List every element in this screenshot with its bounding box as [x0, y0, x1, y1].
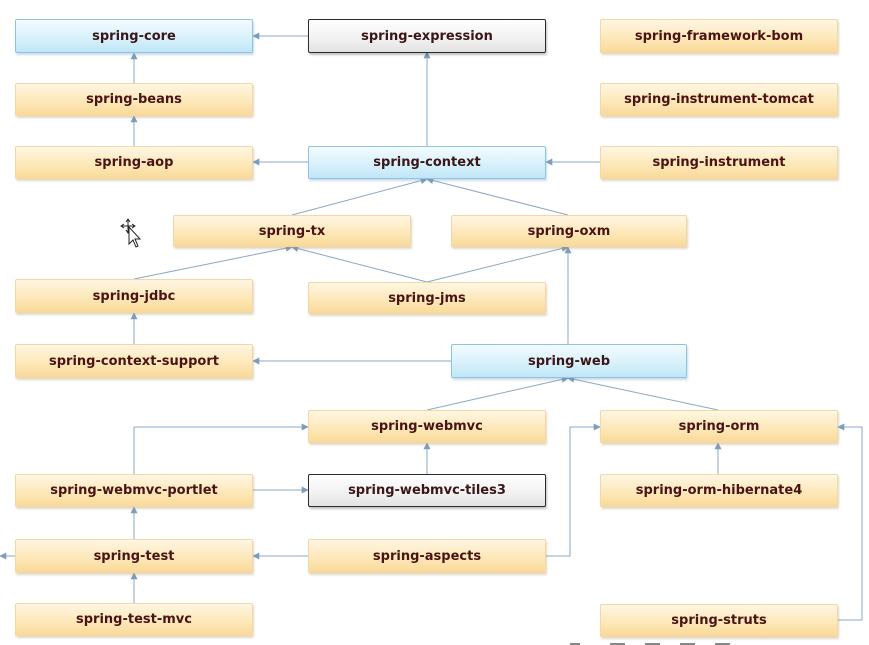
node-spring-instrument-tomcat[interactable]: spring-instrument-tomcat: [600, 83, 838, 116]
node-spring-webmvc[interactable]: spring-webmvc: [308, 410, 546, 443]
node-spring-webmvc-tiles3[interactable]: spring-webmvc-tiles3: [308, 474, 546, 507]
node-spring-test[interactable]: spring-test: [15, 539, 253, 573]
node-spring-context[interactable]: spring-context: [308, 146, 546, 179]
node-spring-web[interactable]: spring-web: [451, 344, 687, 378]
edge-webmvc-web: [426, 375, 569, 411]
node-spring-framework-bom[interactable]: spring-framework-bom: [600, 19, 838, 53]
node-spring-webmvc-portlet[interactable]: spring-webmvc-portlet: [15, 474, 253, 507]
node-spring-core[interactable]: spring-core: [15, 19, 253, 53]
node-spring-jms[interactable]: spring-jms: [308, 282, 546, 314]
node-spring-oxm[interactable]: spring-oxm: [451, 215, 687, 247]
edge-struts-orm: [837, 423, 863, 621]
edge-jms-tx: [291, 245, 428, 283]
node-spring-expression[interactable]: spring-expression: [308, 19, 546, 53]
edge-jdbc-tx: [133, 244, 293, 280]
partial-glyphs-bottom: [570, 643, 730, 645]
node-spring-context-support[interactable]: spring-context-support: [15, 344, 253, 378]
edge-portlet-webmvc: [133, 423, 309, 474]
edge-aspects-orm: [546, 423, 601, 557]
node-spring-instrument[interactable]: spring-instrument: [600, 146, 838, 179]
edge-orm-web: [567, 375, 719, 411]
node-spring-orm[interactable]: spring-orm: [600, 410, 838, 443]
move-cursor-icon: [120, 218, 142, 248]
node-spring-test-mvc[interactable]: spring-test-mvc: [15, 603, 253, 636]
node-spring-tx[interactable]: spring-tx: [173, 215, 411, 247]
node-spring-orm-hibernate4[interactable]: spring-orm-hibernate4: [600, 474, 838, 507]
node-spring-aop[interactable]: spring-aop: [15, 146, 253, 179]
node-spring-struts[interactable]: spring-struts: [600, 604, 838, 637]
node-spring-aspects[interactable]: spring-aspects: [308, 539, 546, 573]
edge-jms-oxm: [426, 245, 569, 283]
node-spring-beans[interactable]: spring-beans: [15, 83, 253, 116]
node-spring-jdbc[interactable]: spring-jdbc: [15, 279, 253, 313]
edge-tx-context: [291, 177, 428, 216]
edge-oxm-context: [426, 177, 569, 216]
